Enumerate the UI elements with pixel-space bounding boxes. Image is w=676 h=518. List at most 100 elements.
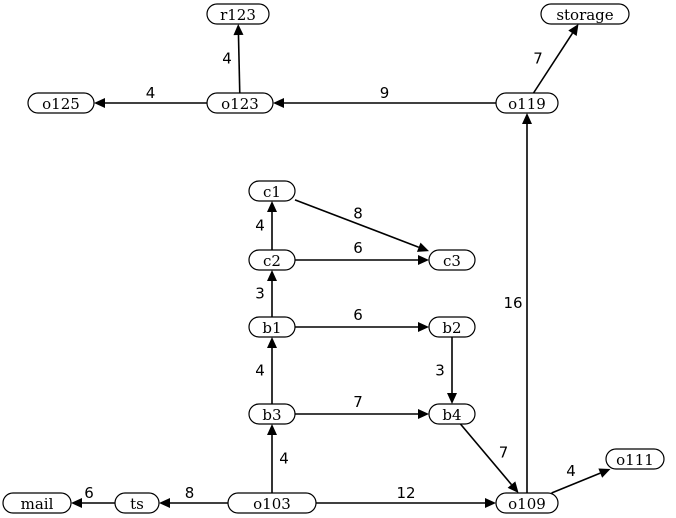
nodes-layer: r123 storage o125 o123 o119 c1 c2 c3 b1 b2 b3 b4 mai…	[2, 3, 665, 514]
node-shape	[428, 316, 476, 338]
edge-o123-o125: 4	[94, 84, 207, 108]
arrowhead-icon	[159, 498, 170, 508]
edge-b2-b4: 3	[435, 337, 457, 404]
node-shape	[605, 448, 665, 470]
node-shape	[495, 92, 559, 114]
node-label: o111	[616, 451, 654, 469]
node-label: o123	[221, 95, 259, 113]
edge-o109-o111: 4	[551, 462, 611, 494]
edge-o123-r123: 4	[222, 24, 244, 94]
node-storage[interactable]: storage	[540, 3, 630, 25]
edge-weight-label: 8	[353, 205, 363, 223]
arrowhead-icon	[418, 255, 429, 265]
arrowhead-icon	[267, 424, 277, 435]
node-label: o119	[508, 95, 546, 113]
edge-line	[459, 423, 513, 486]
arrowhead-icon	[447, 393, 457, 404]
node-ts[interactable]: ts	[114, 492, 160, 514]
node-shape	[114, 492, 160, 514]
edge-line	[294, 199, 420, 248]
node-shape	[428, 249, 476, 271]
edge-weight-label: 4	[255, 217, 265, 235]
node-mail[interactable]: mail	[2, 492, 72, 514]
arrowhead-icon	[267, 337, 277, 348]
node-b3[interactable]: b3	[248, 403, 296, 425]
edge-weight-label: 4	[279, 450, 289, 468]
node-o111[interactable]: o111	[605, 448, 665, 470]
edge-ts-mail: 6	[71, 484, 115, 508]
node-shape	[428, 403, 476, 425]
node-r123[interactable]: r123	[206, 3, 270, 25]
arrowhead-icon	[418, 322, 429, 332]
edge-b3-b1: 4	[255, 337, 277, 404]
node-o109[interactable]: o109	[495, 492, 559, 514]
node-c3[interactable]: c3	[428, 249, 476, 271]
node-label: storage	[556, 6, 613, 24]
node-o123[interactable]: o123	[206, 92, 274, 114]
node-shape	[206, 92, 274, 114]
edge-weight-label: 4	[222, 50, 232, 68]
edge-weight-label: 6	[353, 239, 363, 257]
edge-weight-label: 7	[499, 444, 509, 462]
edge-o119-storage: 7	[532, 24, 579, 94]
edge-weight-label: 6	[353, 306, 363, 324]
node-label: c1	[263, 183, 281, 201]
node-shape	[248, 180, 296, 202]
node-label: mail	[21, 495, 54, 513]
edge-b4-o109: 7	[459, 423, 519, 493]
edge-weight-label: 4	[255, 362, 265, 380]
arrowhead-icon	[94, 98, 105, 108]
node-b2[interactable]: b2	[428, 316, 476, 338]
arrowhead-icon	[267, 270, 277, 281]
node-label: c2	[263, 252, 281, 270]
node-shape	[248, 316, 296, 338]
edge-b1-c2: 3	[255, 270, 277, 317]
edge-weight-label: 7	[353, 393, 363, 411]
arrowhead-icon	[522, 113, 532, 124]
edge-weight-label: 7	[533, 50, 543, 68]
node-o119[interactable]: o119	[495, 92, 559, 114]
node-label: o125	[42, 95, 80, 113]
node-label: ts	[130, 495, 144, 513]
node-c1[interactable]: c1	[248, 180, 296, 202]
edge-weight-label: 16	[503, 294, 522, 312]
arrowhead-icon	[418, 409, 429, 419]
arrowhead-icon	[233, 24, 244, 36]
edge-line	[532, 32, 574, 94]
edge-o103-o109: 12	[316, 484, 496, 508]
node-label: o103	[253, 495, 291, 513]
edge-weight-label: 3	[255, 285, 265, 303]
edge-weight-label: 3	[435, 362, 445, 380]
node-label: o109	[508, 495, 546, 513]
node-label: b1	[262, 319, 281, 337]
node-o103[interactable]: o103	[227, 492, 317, 514]
node-b4[interactable]: b4	[428, 403, 476, 425]
edge-c2-c3: 6	[295, 239, 429, 265]
edge-b3-b4: 7	[295, 393, 429, 419]
edge-o103-b3: 4	[267, 424, 289, 493]
node-shape	[495, 492, 559, 514]
edge-b1-b2: 6	[295, 306, 429, 332]
node-b1[interactable]: b1	[248, 316, 296, 338]
node-shape	[248, 249, 296, 271]
edge-weight-label: 4	[566, 462, 576, 480]
node-c2[interactable]: c2	[248, 249, 296, 271]
arrowhead-icon	[416, 242, 429, 252]
node-label: r123	[220, 6, 256, 24]
edge-o103-ts: 8	[159, 484, 228, 508]
edge-o119-o123: 9	[273, 84, 496, 108]
node-shape	[27, 92, 95, 114]
arrowhead-icon	[71, 498, 82, 508]
arrowhead-icon	[267, 201, 277, 212]
node-label: b4	[442, 406, 461, 424]
node-o125[interactable]: o125	[27, 92, 95, 114]
node-shape	[248, 403, 296, 425]
edge-c1-c3: 8	[294, 199, 429, 252]
edge-weight-label: 8	[185, 484, 195, 502]
arrowhead-icon	[568, 24, 579, 36]
node-label: b2	[442, 319, 461, 337]
node-label: b3	[262, 406, 281, 424]
edge-line	[237, 34, 241, 94]
edge-weight-label: 9	[380, 84, 390, 102]
